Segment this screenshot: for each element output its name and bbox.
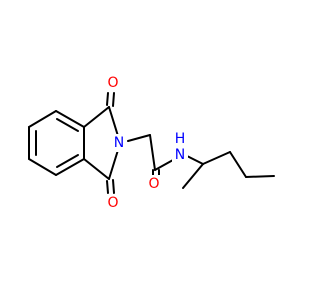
bond-n-ch2 [127,134,151,142]
atom-o-top-bg [105,74,121,92]
atom-h-amide-bg [172,130,188,148]
bond-ring-6 [28,110,57,128]
bond-ring-3 [55,158,85,176]
bonds [28,92,275,194]
bond-ch-methyl [182,163,204,189]
atom-labels: O O N O N H [105,74,188,212]
bond-ring-5 [55,110,85,128]
bond-imide-bottom-carbon [83,158,110,180]
atom-n-amide: N [175,147,185,163]
bond-co-bottom-b [112,179,115,194]
bond-ch2-ch3 [245,175,275,178]
bond-co-top-b [112,92,115,107]
structure-diagram: O O N O N H [28,74,275,212]
atom-o-bottom: O [107,195,118,211]
atom-n-imide-bg [111,134,127,152]
bond-ch-ch2 [202,151,231,165]
bond-n-ch [186,155,204,165]
bond-co-top-a [106,92,109,106]
bond-carbonyl-n [154,159,174,171]
atom-o-top: O [107,75,118,91]
bond-imide-top-carbon [83,106,110,128]
atom-o-bottom-bg [105,194,121,212]
atom-n-imide: N [114,135,124,151]
bond-ring-3-inner [56,154,79,168]
atom-o-amide: O [148,176,159,192]
bond-imide-top-n [108,106,119,137]
bond-co-bottom-a [106,180,109,194]
bond-ring-5-inner [56,118,79,132]
atom-o-amide-bg [146,175,162,193]
atom-n-amide-bg [172,146,188,164]
bond-ch2-ch2 [229,151,247,178]
bond-imide-bottom-n [108,149,119,180]
bond-ring-2 [28,158,57,176]
bond-ch2-carbonyl [149,134,156,171]
atom-h-amide: H [175,131,186,147]
